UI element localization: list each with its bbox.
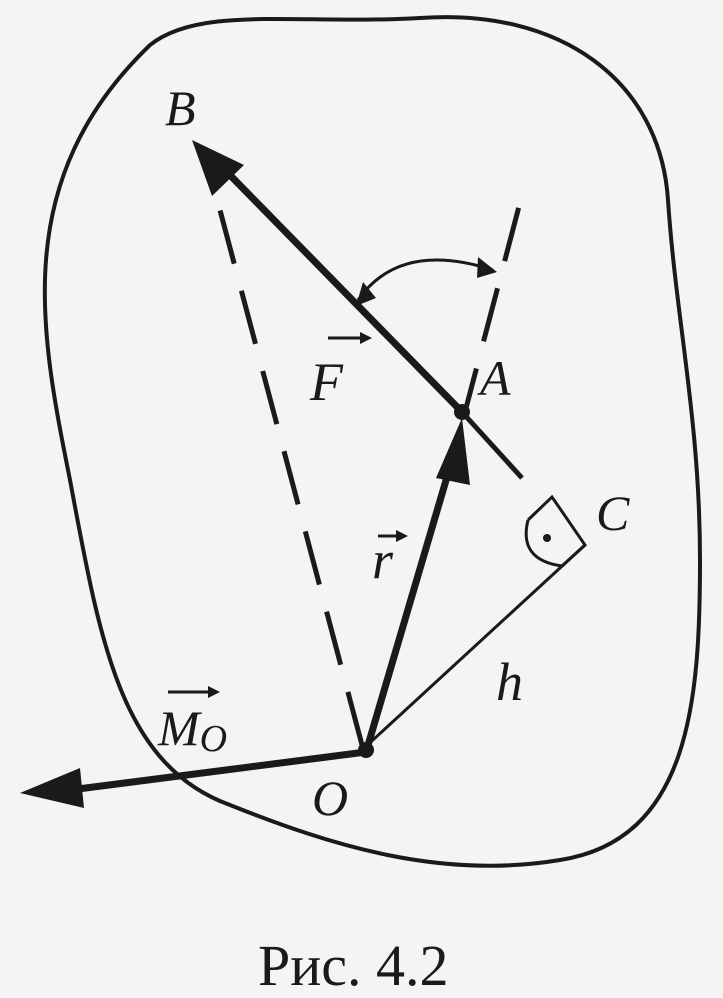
- right-angle-dot: [543, 534, 551, 542]
- force-vector-arrowhead: [192, 140, 244, 196]
- label-moment-MO: MO: [157, 686, 227, 760]
- moment-vector-arrowhead: [20, 768, 84, 808]
- dashed-line-O-B: [209, 179, 365, 746]
- point-O-dot: [358, 742, 374, 758]
- angle-arc-arrow-left: [356, 282, 376, 306]
- label-radius-text: r: [372, 530, 394, 590]
- right-angle-arc: [524, 519, 563, 568]
- rigid-body-outline: [42, 15, 703, 868]
- right-angle-mark: [526, 494, 587, 568]
- label-point-B: B: [165, 80, 196, 136]
- label-point-O: O: [312, 770, 348, 826]
- label-force-text: F: [309, 352, 344, 412]
- label-moment-subscript: O: [200, 718, 227, 760]
- label-force-F: F: [309, 332, 372, 412]
- label-point-A: A: [477, 350, 511, 406]
- lever-arm-line: [360, 543, 587, 752]
- label-moment-main: M: [157, 700, 202, 756]
- label-moment-text: MO: [157, 700, 227, 760]
- moment-vector-shaft: [69, 748, 367, 794]
- force-vector-shaft: [222, 167, 465, 415]
- radius-vector-shaft: [362, 459, 456, 753]
- radius-vector-arrowhead: [436, 418, 470, 485]
- dashed-line-O-A-extension: [462, 194, 525, 413]
- point-A-dot: [454, 404, 470, 420]
- figure-caption: Рис. 4.2: [258, 933, 449, 998]
- angle-arc: [356, 258, 494, 301]
- force-line-extension: [460, 410, 524, 480]
- label-lever-arm-h: h: [496, 652, 523, 712]
- label-point-C: C: [596, 485, 630, 541]
- label-radius-r: r: [372, 530, 408, 590]
- angle-arc-arrow-right: [477, 257, 497, 278]
